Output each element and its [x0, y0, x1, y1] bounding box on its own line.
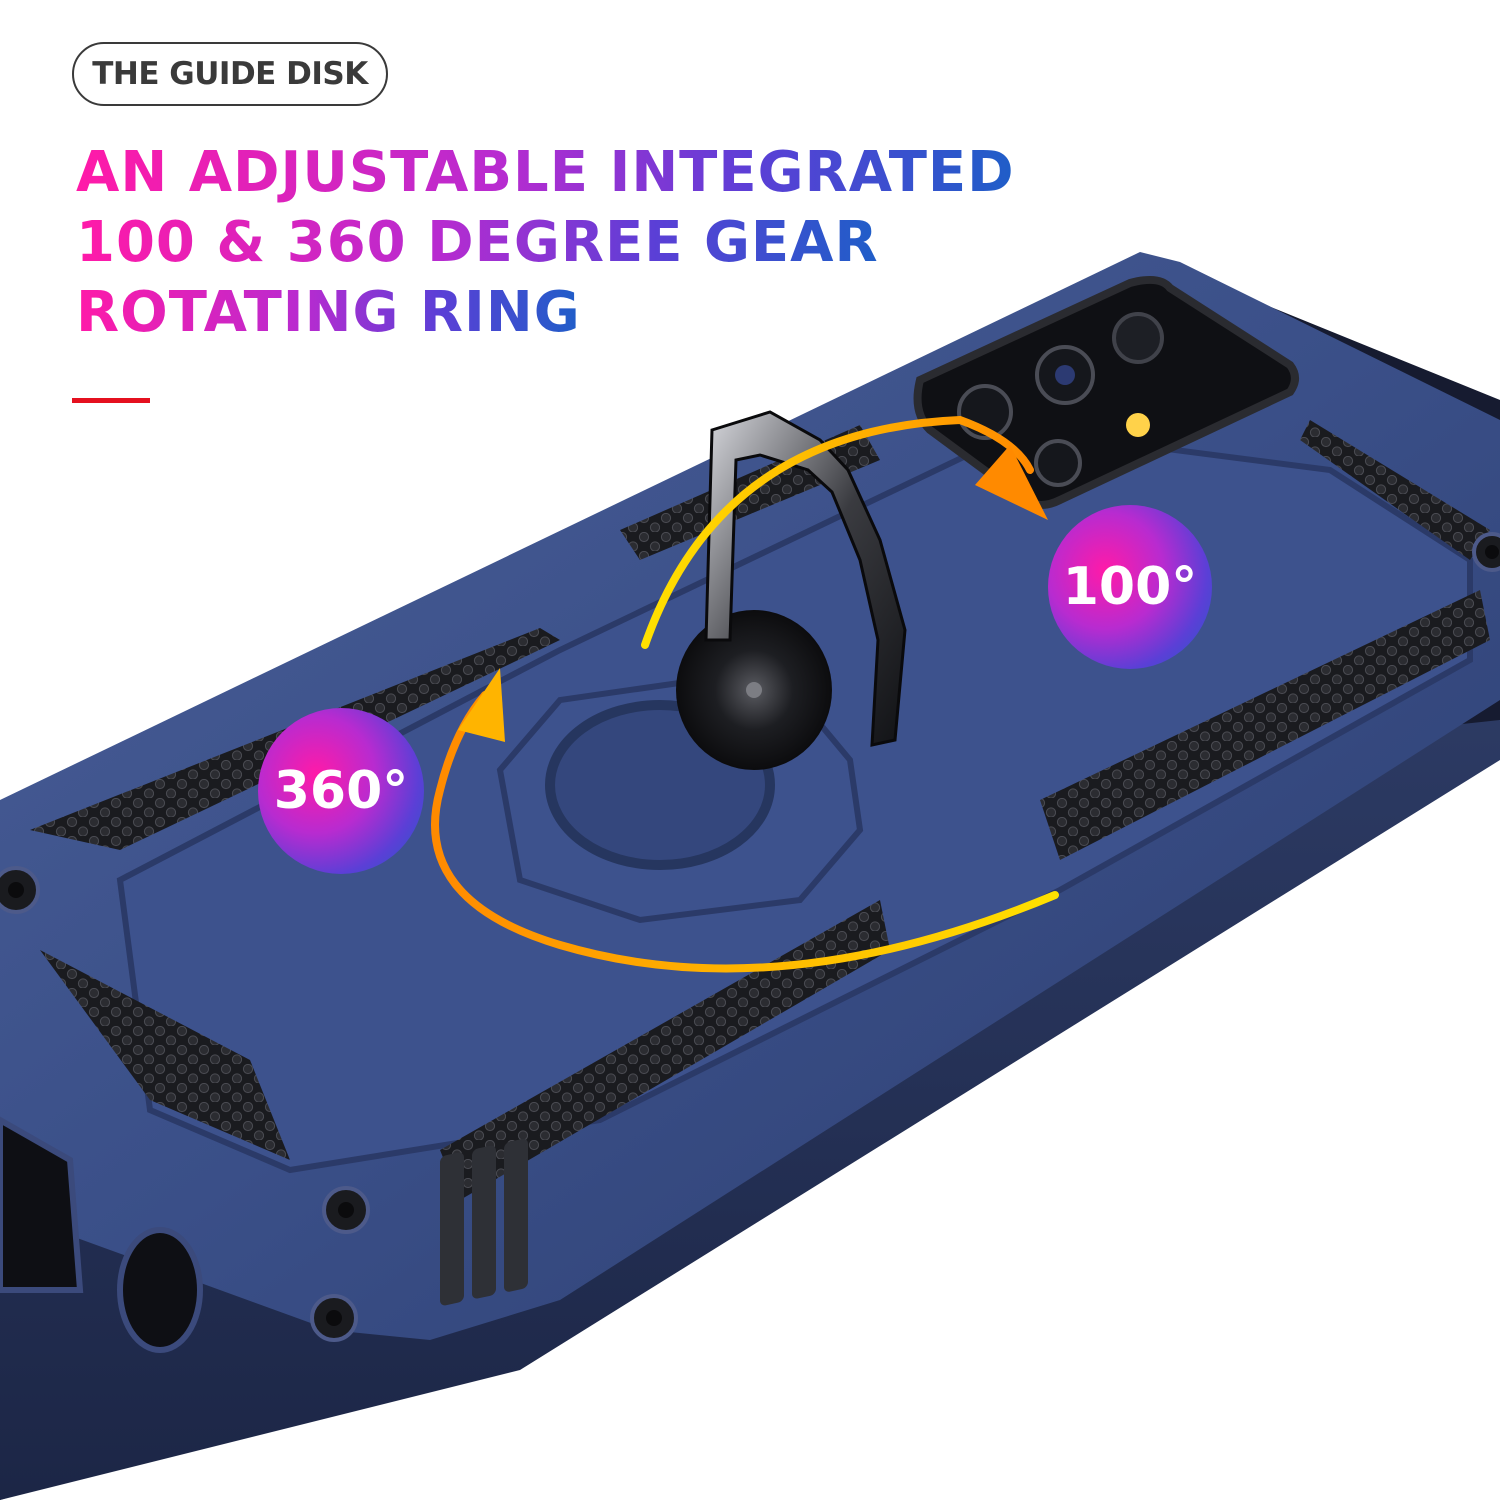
- kickstand-ring-icon: [676, 410, 907, 770]
- headline-line-3: ROTATING RING: [76, 280, 581, 345]
- headline-line-1: AN ADJUSTABLE INTEGRATED: [76, 140, 1015, 205]
- rotation-arrows: [431, 415, 1059, 973]
- headline-line-2: 100 & 360 DEGREE GEAR: [76, 210, 879, 275]
- headline: AN ADJUSTABLE INTEGRATED 100 & 360 DEGRE…: [76, 138, 1076, 348]
- button-ridges: [440, 1138, 528, 1306]
- guide-disk-label: THE GUIDE DISK: [72, 42, 388, 106]
- accent-rule: [72, 398, 150, 403]
- angle-badge-100: 100°: [1048, 505, 1212, 669]
- angle-badge-360: 360°: [258, 708, 424, 874]
